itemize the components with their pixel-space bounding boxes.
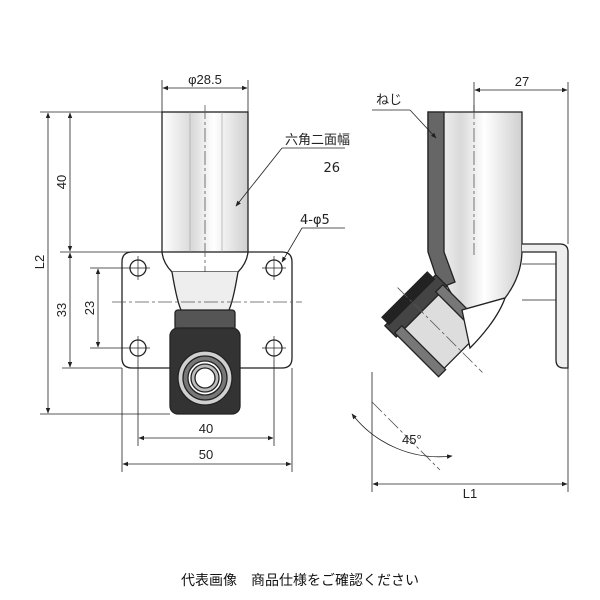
- hex-label-line1: 六角二面幅: [285, 133, 350, 148]
- dim-27: 27: [515, 74, 529, 89]
- dim-top-diameter: φ28.5: [188, 72, 222, 87]
- caption: 代表画像 商品仕様をご確認ください: [181, 573, 419, 589]
- mounting-holes: [126, 256, 286, 360]
- dim-length: L1: [463, 486, 477, 501]
- hex-label-line2: 26: [323, 161, 340, 176]
- thread-label: ねじ: [376, 93, 402, 108]
- dim-33: 33: [54, 303, 69, 317]
- holes-label: 4-φ5: [300, 213, 330, 228]
- side-bracket: [522, 243, 569, 369]
- front-view: [40, 80, 345, 472]
- side-view: [351, 82, 569, 492]
- dim-width-50: 50: [199, 447, 213, 462]
- dim-height-upper: 40: [54, 175, 69, 189]
- dim-23: 23: [82, 301, 97, 315]
- dim-width-40: 40: [199, 421, 213, 436]
- connector-end: [169, 309, 241, 415]
- dim-total-height: L2: [32, 255, 47, 269]
- angle-label: 45°: [402, 432, 422, 447]
